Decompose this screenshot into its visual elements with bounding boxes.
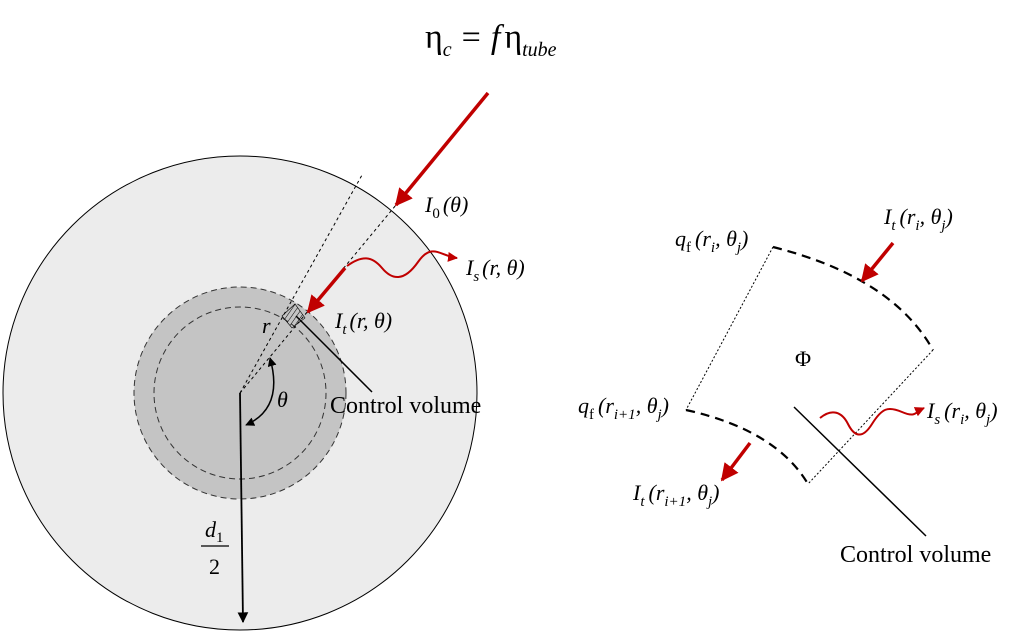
it-bottom-label: It(ri+1, θj): [632, 480, 720, 510]
angle-label: θ: [277, 387, 288, 412]
hatched-control-volume: [281, 303, 306, 329]
scattered-wavy-arrow: [346, 250, 458, 278]
left-radial-edge: [685, 246, 774, 411]
control-volume-label-right: Control volume: [840, 542, 991, 568]
eq-f: f: [491, 19, 505, 56]
eq-eta-2: η: [504, 19, 522, 56]
outer-arc-boundary: [772, 245, 934, 351]
inner-arc-boundary: [685, 408, 809, 485]
dashed-radius-circle: [153, 306, 327, 480]
transmitted-in-arrow: [860, 241, 895, 283]
eq-sub-tube: tube: [522, 39, 557, 61]
angle-arc: [245, 357, 277, 426]
qf-bottom-label: qf(ri+1, θj): [578, 393, 669, 423]
right-radial-edge: [807, 349, 934, 485]
control-volume-leader-right: [793, 406, 927, 537]
incident-ray-arrow: [394, 91, 490, 207]
eq-equals: =: [462, 19, 481, 56]
transmitted-label: It(r, θ): [334, 308, 392, 338]
it-top-label: It(ri, θj): [883, 204, 953, 234]
eq-eta-1: η: [425, 19, 443, 56]
diameter-denominator: 2: [209, 554, 220, 579]
radius-label: r: [262, 313, 271, 338]
transmitted-out-arrow: [720, 441, 752, 482]
scattered-wavy-arrow-right: [819, 407, 925, 436]
control-volume-element: qf(ri, θj) qf(ri+1, θj) It(ri, θj) It(ri…: [578, 204, 998, 568]
qf-top-label: qf(ri, θj): [675, 226, 748, 256]
is-right-label: Is(ri, θj): [926, 398, 998, 428]
eq-sub-c: c: [443, 39, 452, 61]
incident-label: I0(θ): [424, 192, 468, 222]
diameter-numerator: d1: [205, 517, 224, 546]
scattered-label: Is(r, θ): [465, 255, 525, 285]
transmitted-ray-arrow: [306, 266, 347, 314]
tube-cross-section: I0(θ) Is(r, θ) It(r, θ) r θ Control volu…: [2, 91, 525, 631]
diameter-line: [237, 392, 249, 624]
phi-label: Φ: [795, 346, 811, 371]
control-volume-leader: [295, 315, 373, 393]
control-volume-label-left: Control volume: [330, 393, 481, 419]
